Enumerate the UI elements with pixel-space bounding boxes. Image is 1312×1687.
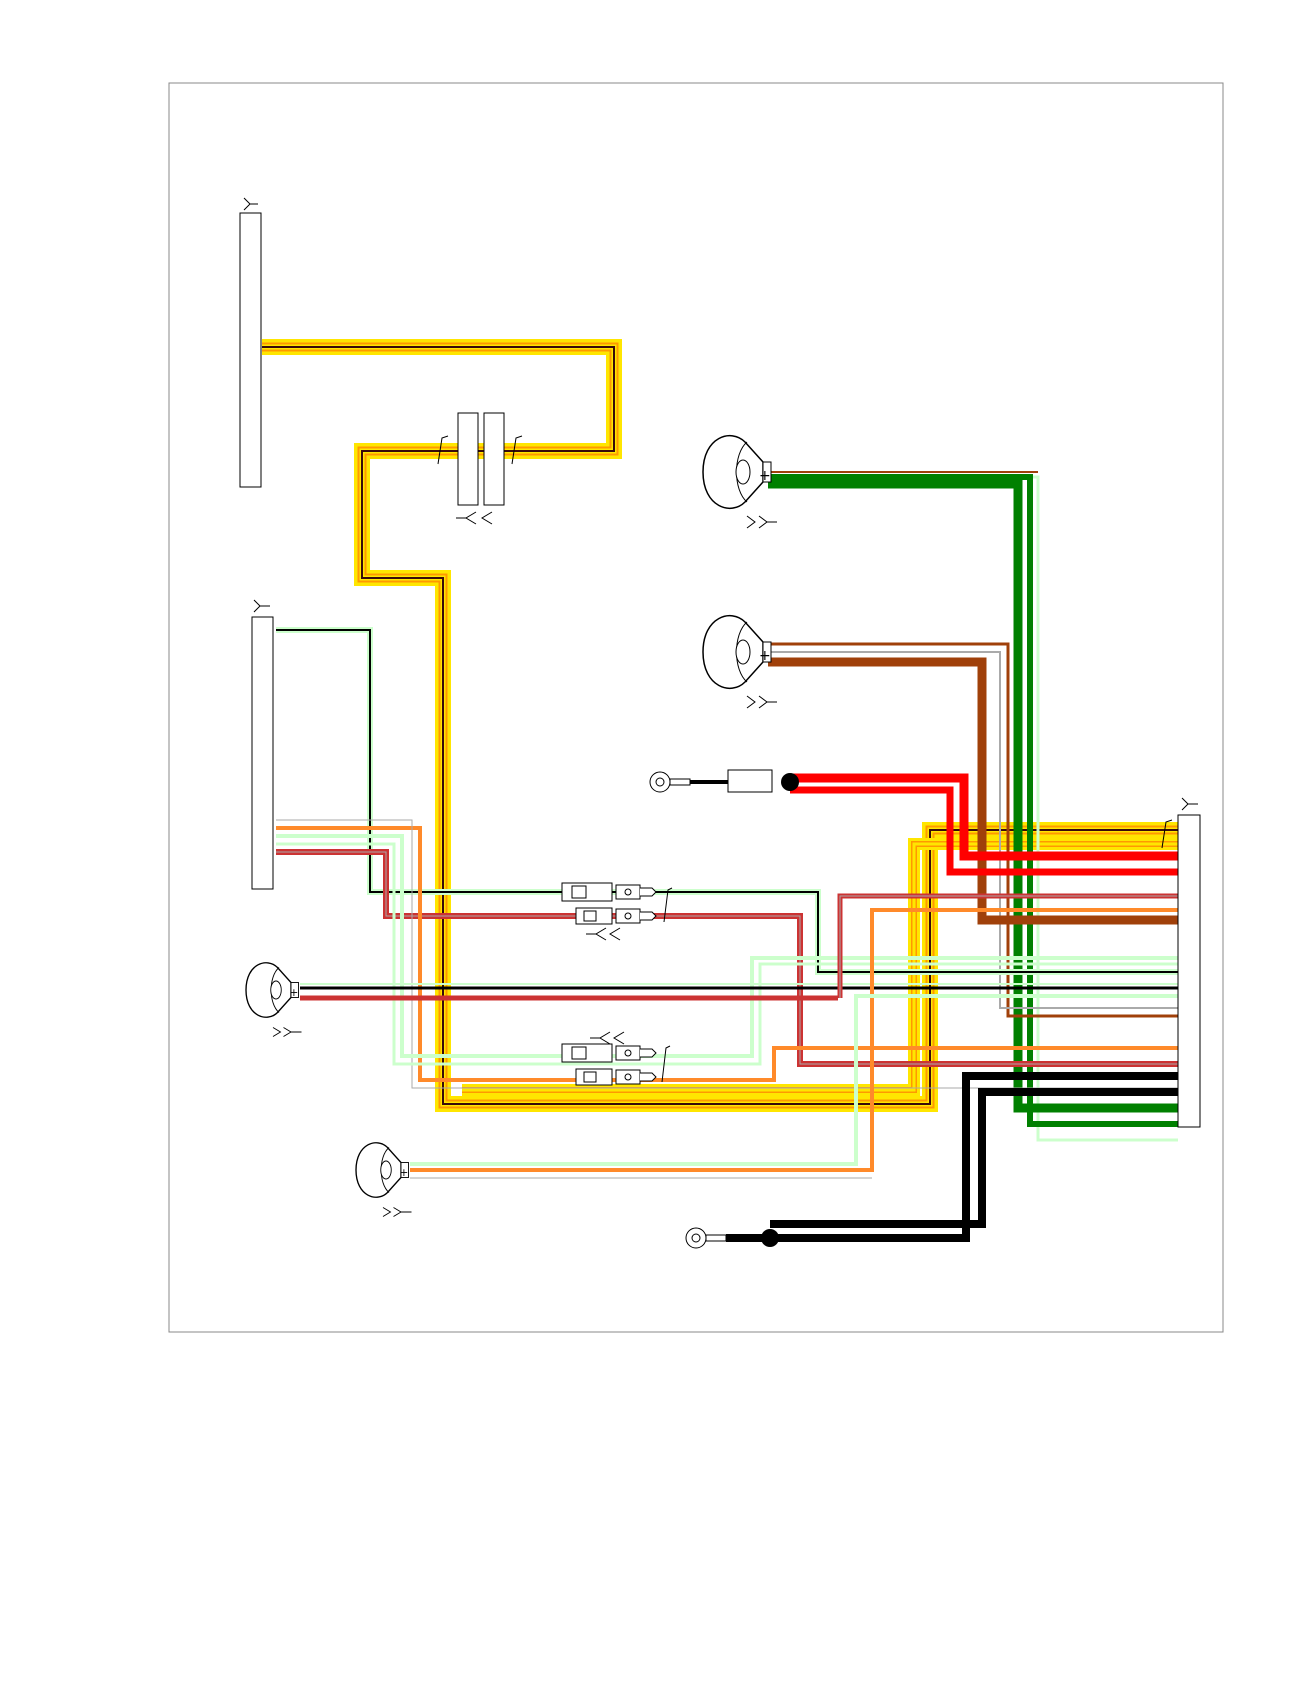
diagram-frame [168, 82, 1224, 1333]
fuse-holder [649, 769, 799, 793]
wire-left-speaker [300, 983, 1178, 1001]
speaker-top-icon: + [702, 434, 777, 529]
speaker-bottom-icon: + [355, 1142, 412, 1217]
inline-connector-top [437, 412, 523, 525]
wire-yellow-loop-inner [462, 838, 1178, 1096]
panel-left [251, 599, 274, 890]
speaker-middle-plus: + [759, 648, 771, 664]
speaker-top-plus: + [759, 468, 771, 484]
wire-yellow-main [262, 339, 1178, 1112]
wire-red-white [837, 893, 1178, 998]
speaker-bottom-plus: + [400, 1167, 409, 1179]
ground-terminal [685, 1227, 779, 1249]
speaker-left-icon: + [245, 962, 302, 1037]
wire-brown [768, 642, 1178, 1018]
spade-connector-upper [561, 882, 673, 941]
speaker-left-plus: + [290, 987, 299, 999]
speaker-middle-icon: + [702, 614, 777, 709]
wire-red-fuse [790, 773, 1178, 876]
panel-top-left [239, 197, 262, 488]
twisted-pair-symbol [1161, 819, 1173, 849]
wire-green [768, 471, 1178, 1142]
wire-orange-bottom [410, 908, 1178, 1179]
spade-connector-lower [561, 1031, 671, 1086]
wires [262, 339, 1178, 1242]
main-connector-block [1161, 797, 1201, 1128]
wire-black-ground [726, 1072, 1178, 1242]
